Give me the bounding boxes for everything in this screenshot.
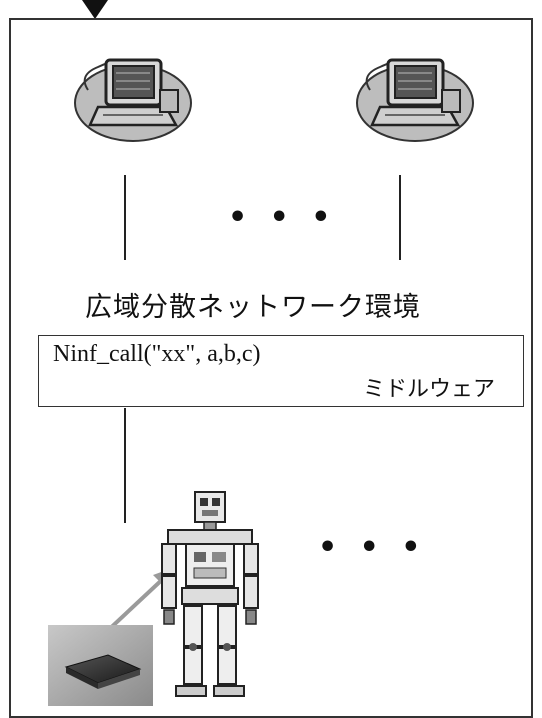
computer-icon xyxy=(68,45,193,145)
incoming-arrow-head xyxy=(82,0,108,19)
connector-line-middleware-robot xyxy=(124,408,126,523)
ellipsis-top: • • • xyxy=(228,200,337,235)
ninf-call-code: Ninf_call("xx", a,b,c) xyxy=(53,341,261,367)
connector-line-right xyxy=(399,175,401,260)
chip-photo-icon xyxy=(48,625,153,706)
network-environment-label: 広域分散ネットワーク環境 xyxy=(85,292,421,323)
computer-icon xyxy=(350,45,475,145)
middleware-label: ミドルウェア xyxy=(362,377,495,402)
humanoid-robot-icon xyxy=(150,490,270,705)
connector-line-left xyxy=(124,175,126,260)
middleware-box: Ninf_call("xx", a,b,c) ミドルウェア xyxy=(38,335,524,407)
ellipsis-bottom: • • • xyxy=(318,530,427,565)
